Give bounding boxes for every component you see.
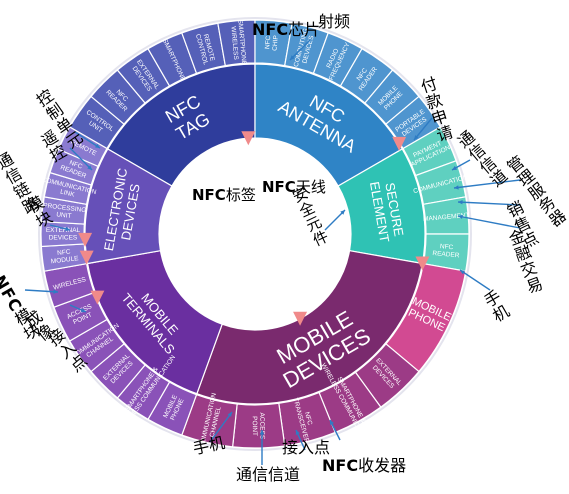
outer-label-electronic: NFC — [57, 248, 71, 257]
outer-border — [38, 17, 472, 451]
segment-marker — [90, 290, 105, 305]
annotation-arrowhead — [452, 165, 457, 170]
annotation-arrowhead — [330, 420, 334, 425]
outer-label-devices: NFC — [303, 411, 313, 426]
outer-label-electronic: DEVICES — [49, 234, 78, 241]
annotation-arrow — [457, 215, 521, 229]
annotation-arrow — [74, 131, 101, 149]
inner-segment-mobile-devices — [196, 249, 424, 405]
outer-label-antenna: NFC — [264, 35, 272, 49]
annotation-arrowhead — [460, 270, 465, 275]
outer-label-electronic: NFC — [68, 159, 83, 170]
annotation-arrow — [459, 269, 491, 291]
annotation-arrow — [289, 39, 311, 61]
segment-markers — [78, 131, 430, 326]
annotation-nfc-tag: NFC标签 — [192, 186, 256, 204]
sunburst-rings — [38, 17, 472, 451]
annotation-nfc-antenna: NFC天线 — [262, 178, 326, 196]
annotation-access-point-bottom: 接入点 — [282, 438, 331, 457]
annotation-arrowhead — [290, 55, 295, 60]
segment-marker — [293, 311, 308, 326]
outer-segment-electronic — [57, 126, 108, 168]
annotation-nfc-transceiver: NFC收发器 — [322, 456, 407, 475]
outer-label-tag: SMARTPHONE — [236, 19, 247, 66]
outer-label-antenna: CHIP — [272, 35, 280, 51]
annotation-arrows — [24, 39, 521, 465]
outer-label-electronic: PROCESSING — [43, 202, 87, 214]
inner-segment-electronic-devices — [84, 148, 173, 265]
segment-marker — [78, 232, 93, 247]
annotation-arrow — [457, 201, 521, 206]
outer-label-secure: MANAGEMENT — [423, 212, 470, 223]
annotation-rf: 射频 — [318, 12, 351, 31]
annotation-nfc-chip: NFC芯片 — [252, 20, 321, 39]
annotation-arrowhead — [458, 200, 463, 205]
segment-marker — [392, 136, 407, 151]
annotation-arrowhead — [227, 412, 232, 417]
annotation-arrowhead — [95, 143, 100, 148]
annotation-arrowhead — [81, 308, 86, 313]
outer-label-devices: ACCESS — [258, 412, 265, 440]
annotation-arrowhead — [259, 430, 265, 435]
annotation-arrow — [24, 289, 59, 293]
annotation-arrowhead — [295, 430, 300, 435]
outer-label-tag: WIRELESS — [229, 26, 239, 61]
annotation-arrow — [413, 117, 433, 141]
outer-label-devices: POINT — [251, 416, 258, 436]
annotation-arrow — [209, 411, 233, 443]
annotation-arrowhead — [65, 226, 70, 232]
annotation-arrow — [453, 179, 521, 189]
segment-marker — [79, 250, 94, 265]
outer-label-electronic: MODULE — [51, 255, 80, 265]
segment-marker — [241, 131, 256, 146]
segment-marker — [415, 256, 430, 271]
annotation-arrowhead — [53, 289, 58, 294]
annotation-arrow — [324, 209, 346, 231]
annotation-arrow — [69, 147, 93, 171]
annotation-arrowhead — [454, 185, 459, 190]
annotation-arrowhead — [414, 135, 419, 140]
annotation-comm-channel-bottom: 通信信道 — [236, 465, 301, 484]
outer-label-electronic: EXTERNAL — [46, 227, 81, 234]
outer-label-secure: READER — [432, 250, 460, 259]
annotation-arrowhead — [87, 165, 92, 170]
annotation-arrowhead — [458, 214, 463, 219]
outer-label-electronic: UNIT — [56, 211, 72, 220]
outer-label-secure: NFC — [440, 243, 454, 251]
outer-label-electronic: LINK — [59, 189, 75, 199]
annotation-arrowhead — [340, 210, 345, 215]
